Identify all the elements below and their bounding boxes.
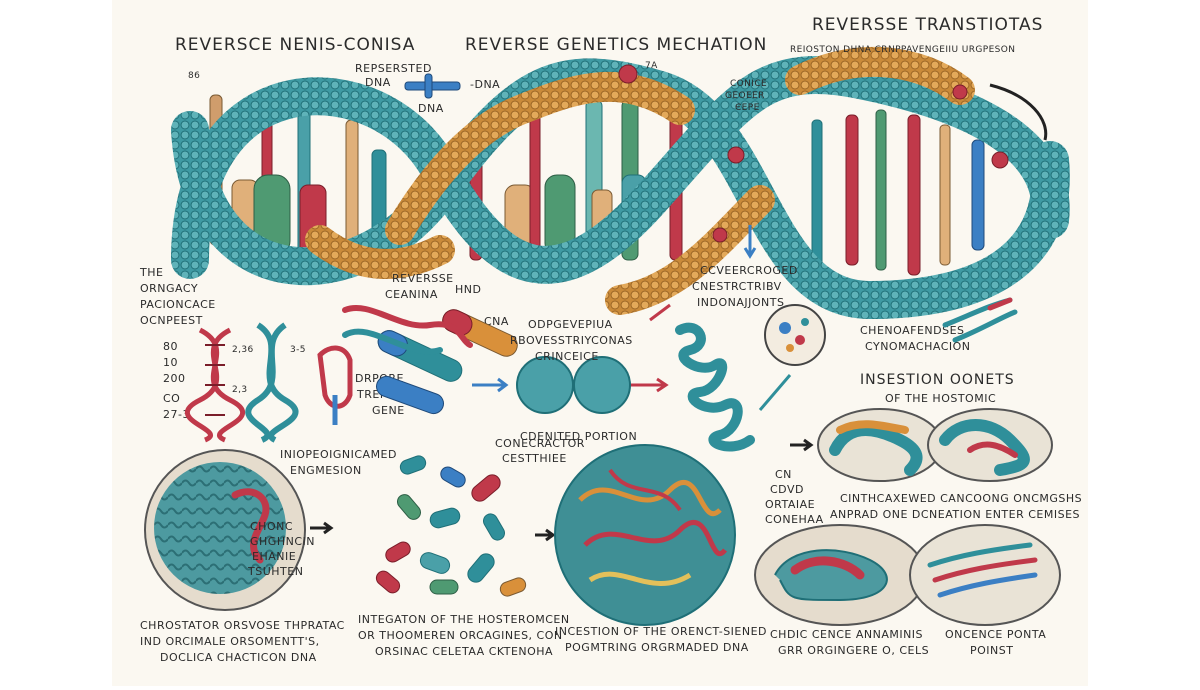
coiled-strand	[675, 322, 755, 452]
pill-molecules	[342, 305, 518, 415]
caption-3-line-1: INCESTION OF THE ORENCT-SIENED	[555, 625, 767, 638]
caption-5-line-2: POINST	[970, 644, 1013, 657]
organelle-oval-1	[817, 408, 943, 482]
caption-1-line-2: IND ORCIMALE ORSOMENTT'S,	[140, 635, 320, 648]
backbone-orange-segment-3	[785, 46, 975, 105]
flow-arrows	[310, 83, 1048, 542]
label-chenoafendses-1: CHENOAFENDSES	[860, 324, 965, 337]
scale-200: 200	[163, 372, 186, 385]
dna-double-helix	[171, 46, 1070, 320]
scale-mark-3: 3-5	[290, 345, 306, 355]
backbone-strand-a	[171, 56, 1070, 284]
label-conice: CONICE	[730, 79, 767, 89]
label-cinthcaxewed-1: CINTHCAXEWED CANCOONG ONCMGSHS	[840, 492, 1082, 505]
tissue-oval-far-right	[909, 524, 1061, 626]
sphere-1	[516, 356, 574, 414]
caption-2-line-1: INTEGATON OF THE HOSTEROMCEN	[358, 613, 570, 626]
scale-labels: 80 10 200 CO 27-3 2,36 2,3 3-5	[163, 340, 306, 421]
caption-2-line-3: ORSINAC CELETAA CKTENOHA	[375, 645, 553, 658]
tissue-oval-right	[754, 524, 926, 626]
label-inio-2: ENGMESION	[290, 464, 362, 477]
label-conice-2: GEOEER	[725, 91, 765, 101]
marker-7a: 7A	[645, 61, 658, 71]
title-center: REVERSE GENETICS MECHATION	[465, 35, 767, 55]
scale-80: 80	[163, 340, 178, 353]
label-conecractor-2: CESTTHIEE	[502, 452, 567, 465]
cell-circle	[764, 304, 826, 366]
small-helix-mixed	[317, 345, 353, 425]
label-conecractor-1: CONECRACTOR	[495, 437, 585, 450]
tissue-blob-left	[144, 449, 306, 611]
scattered-organelles	[375, 455, 527, 597]
label-cn-4: CONEHAA	[765, 513, 824, 526]
caption-2-line-2: OR THOOMEREN ORCAGINES, CON	[358, 629, 563, 642]
caption-3-line-2: POGMTRING ORGRMADED DNA	[565, 641, 749, 654]
marker-86: 86	[188, 71, 200, 81]
label-insestion-1: INSESTION OONETS	[860, 372, 1015, 388]
label-reverse-ceanina-1: REVERSSE	[392, 272, 454, 285]
label-orgacy-2: ORNGACY	[140, 282, 198, 295]
backbone-orange-segment-2	[605, 185, 775, 315]
label-orgacy-3: PACIONCACE	[140, 298, 216, 311]
sphere-2	[573, 356, 631, 414]
small-helix-red	[184, 327, 246, 443]
label-represented: REPSERSTED	[355, 62, 432, 75]
label-opg-2: RBOVESSTRIYCONAS	[510, 334, 633, 347]
title-left: REVERSCE NENIS-CONISA	[175, 35, 415, 55]
caption-1-line-3: DOCLICA CHACTICON DNA	[160, 651, 317, 664]
scale-27-3: 27-3	[163, 408, 190, 421]
caption-1-line-1: CHROSTATOR ORSVOSE THPRATAC	[140, 619, 345, 632]
label-cna: CNA	[484, 315, 509, 328]
title-right: REVERSSE TRANSTIOTAS	[812, 15, 1043, 35]
scale-mark-1: 2,36	[232, 345, 254, 355]
label-dna-tag-2: -DNA	[470, 78, 500, 91]
right-strands	[942, 297, 1018, 343]
small-helix-teal	[245, 322, 299, 443]
label-chenoafendses-2: CYNOMACHACION	[865, 340, 971, 353]
label-chonc-1: CHONC	[250, 520, 293, 533]
backbone-orange-segment-4	[305, 225, 455, 279]
label-chonc-3: EHANIE	[252, 550, 296, 563]
label-covercroged-3: INDONAJJONTS	[697, 296, 784, 309]
label-inio-1: INIOPEOIGNICAMED	[280, 448, 397, 461]
label-cinthcaxewed-2: ANPRAD ONE DCNEATION ENTER CEMISES	[830, 508, 1080, 521]
label-conice-3: ЄEPE	[735, 103, 760, 113]
scale-10: 10	[163, 356, 178, 369]
label-cn-3: ORTAIAE	[765, 498, 815, 511]
caption-4-line-2: GRR ORGINGERE O, CELS	[778, 644, 929, 657]
label-reverse-ceanina-2: CEANINA	[385, 288, 438, 301]
label-orgacy-4: OCNPEEST	[140, 314, 203, 327]
base-pair-rungs	[209, 94, 985, 276]
label-chonc-2: GHGHNCIN	[250, 535, 315, 548]
label-opg-1: ODPGEVEPIUA	[528, 318, 613, 331]
caption-4-line-1: CHDIC CENCE ANNAMINIS	[770, 628, 923, 641]
title-right-subtitle: REIOSTON DHNA CRNPPAVENGEIIU URGPESON	[790, 45, 1015, 55]
tissue-blob-center	[554, 444, 736, 626]
label-cdenited-portion: CDENITED PORTION	[520, 430, 637, 443]
backbone-orange-segment	[385, 71, 695, 245]
label-orgacy-1: THE	[139, 266, 163, 279]
label-dpr-3: GENE	[372, 404, 405, 417]
label-chonc-4: TSUHTEN	[247, 565, 303, 578]
label-opg-3: CRINCEICE	[535, 350, 599, 363]
scale-co: CO	[163, 392, 180, 405]
label-cn-1: CN	[775, 468, 792, 481]
label-represented-dna: DNA	[365, 76, 391, 89]
label-cn-2: CDVD	[770, 483, 804, 496]
organelle-oval-2	[927, 408, 1053, 482]
group-orgacy: THE ORNGACY PACIONCACE OCNPEEST	[139, 266, 216, 327]
label-dna-tag: DNA	[418, 102, 444, 115]
label-covercroged-1: CCVEERCROGED	[700, 264, 798, 277]
label-reverse-ceanina-3: HND	[455, 283, 481, 296]
label-covercroged-2: CNESTRCTRIBV	[692, 280, 782, 293]
scale-mark-2: 2,3	[232, 385, 248, 395]
label-insestion-2: OF THE HOSTOMIC	[885, 392, 996, 405]
caption-5-line-1: ONCENCE PONTA	[945, 628, 1046, 641]
